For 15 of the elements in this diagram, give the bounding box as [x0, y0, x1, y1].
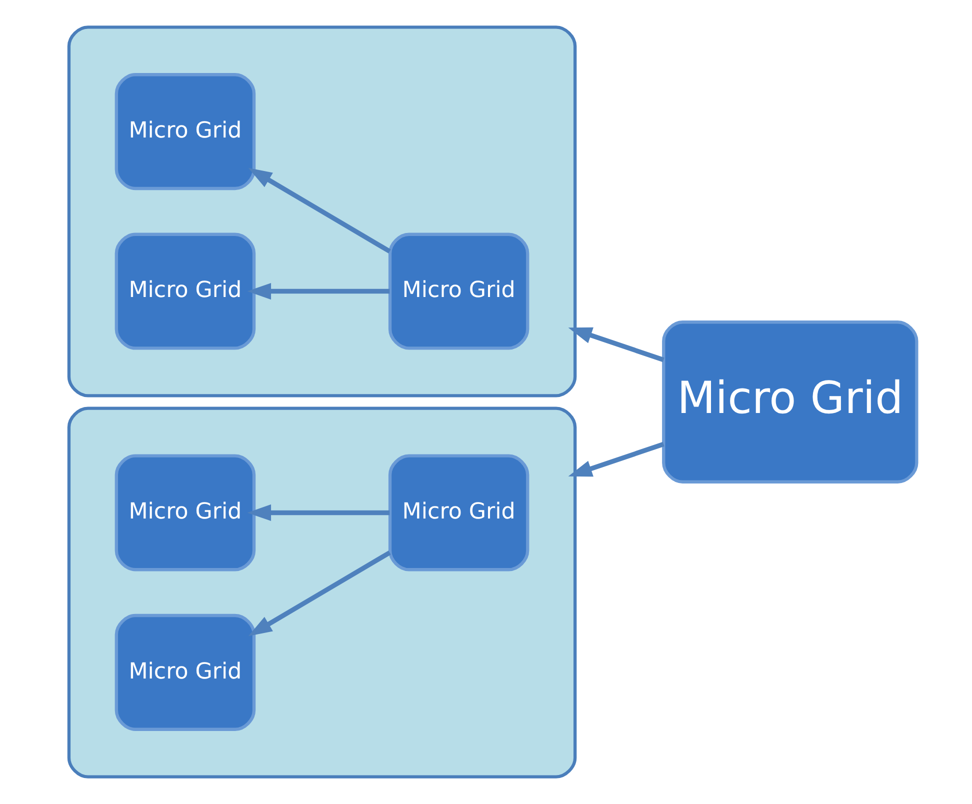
node-box: Micro Grid [114, 454, 256, 572]
node-box: Micro Grid [388, 232, 529, 350]
node-box: Micro Grid [662, 320, 918, 484]
arrow [246, 282, 390, 300]
arrow [248, 168, 390, 254]
arrow [568, 442, 664, 477]
cluster [66, 26, 576, 398]
node-box: Micro Grid [114, 232, 256, 350]
node-box: Micro Grid [114, 614, 256, 731]
cluster [66, 406, 576, 778]
node-box: Micro Grid [114, 73, 256, 190]
node-box: Micro Grid [388, 454, 529, 572]
arrow [248, 550, 390, 636]
arrow [246, 504, 390, 522]
arrow [568, 327, 664, 362]
